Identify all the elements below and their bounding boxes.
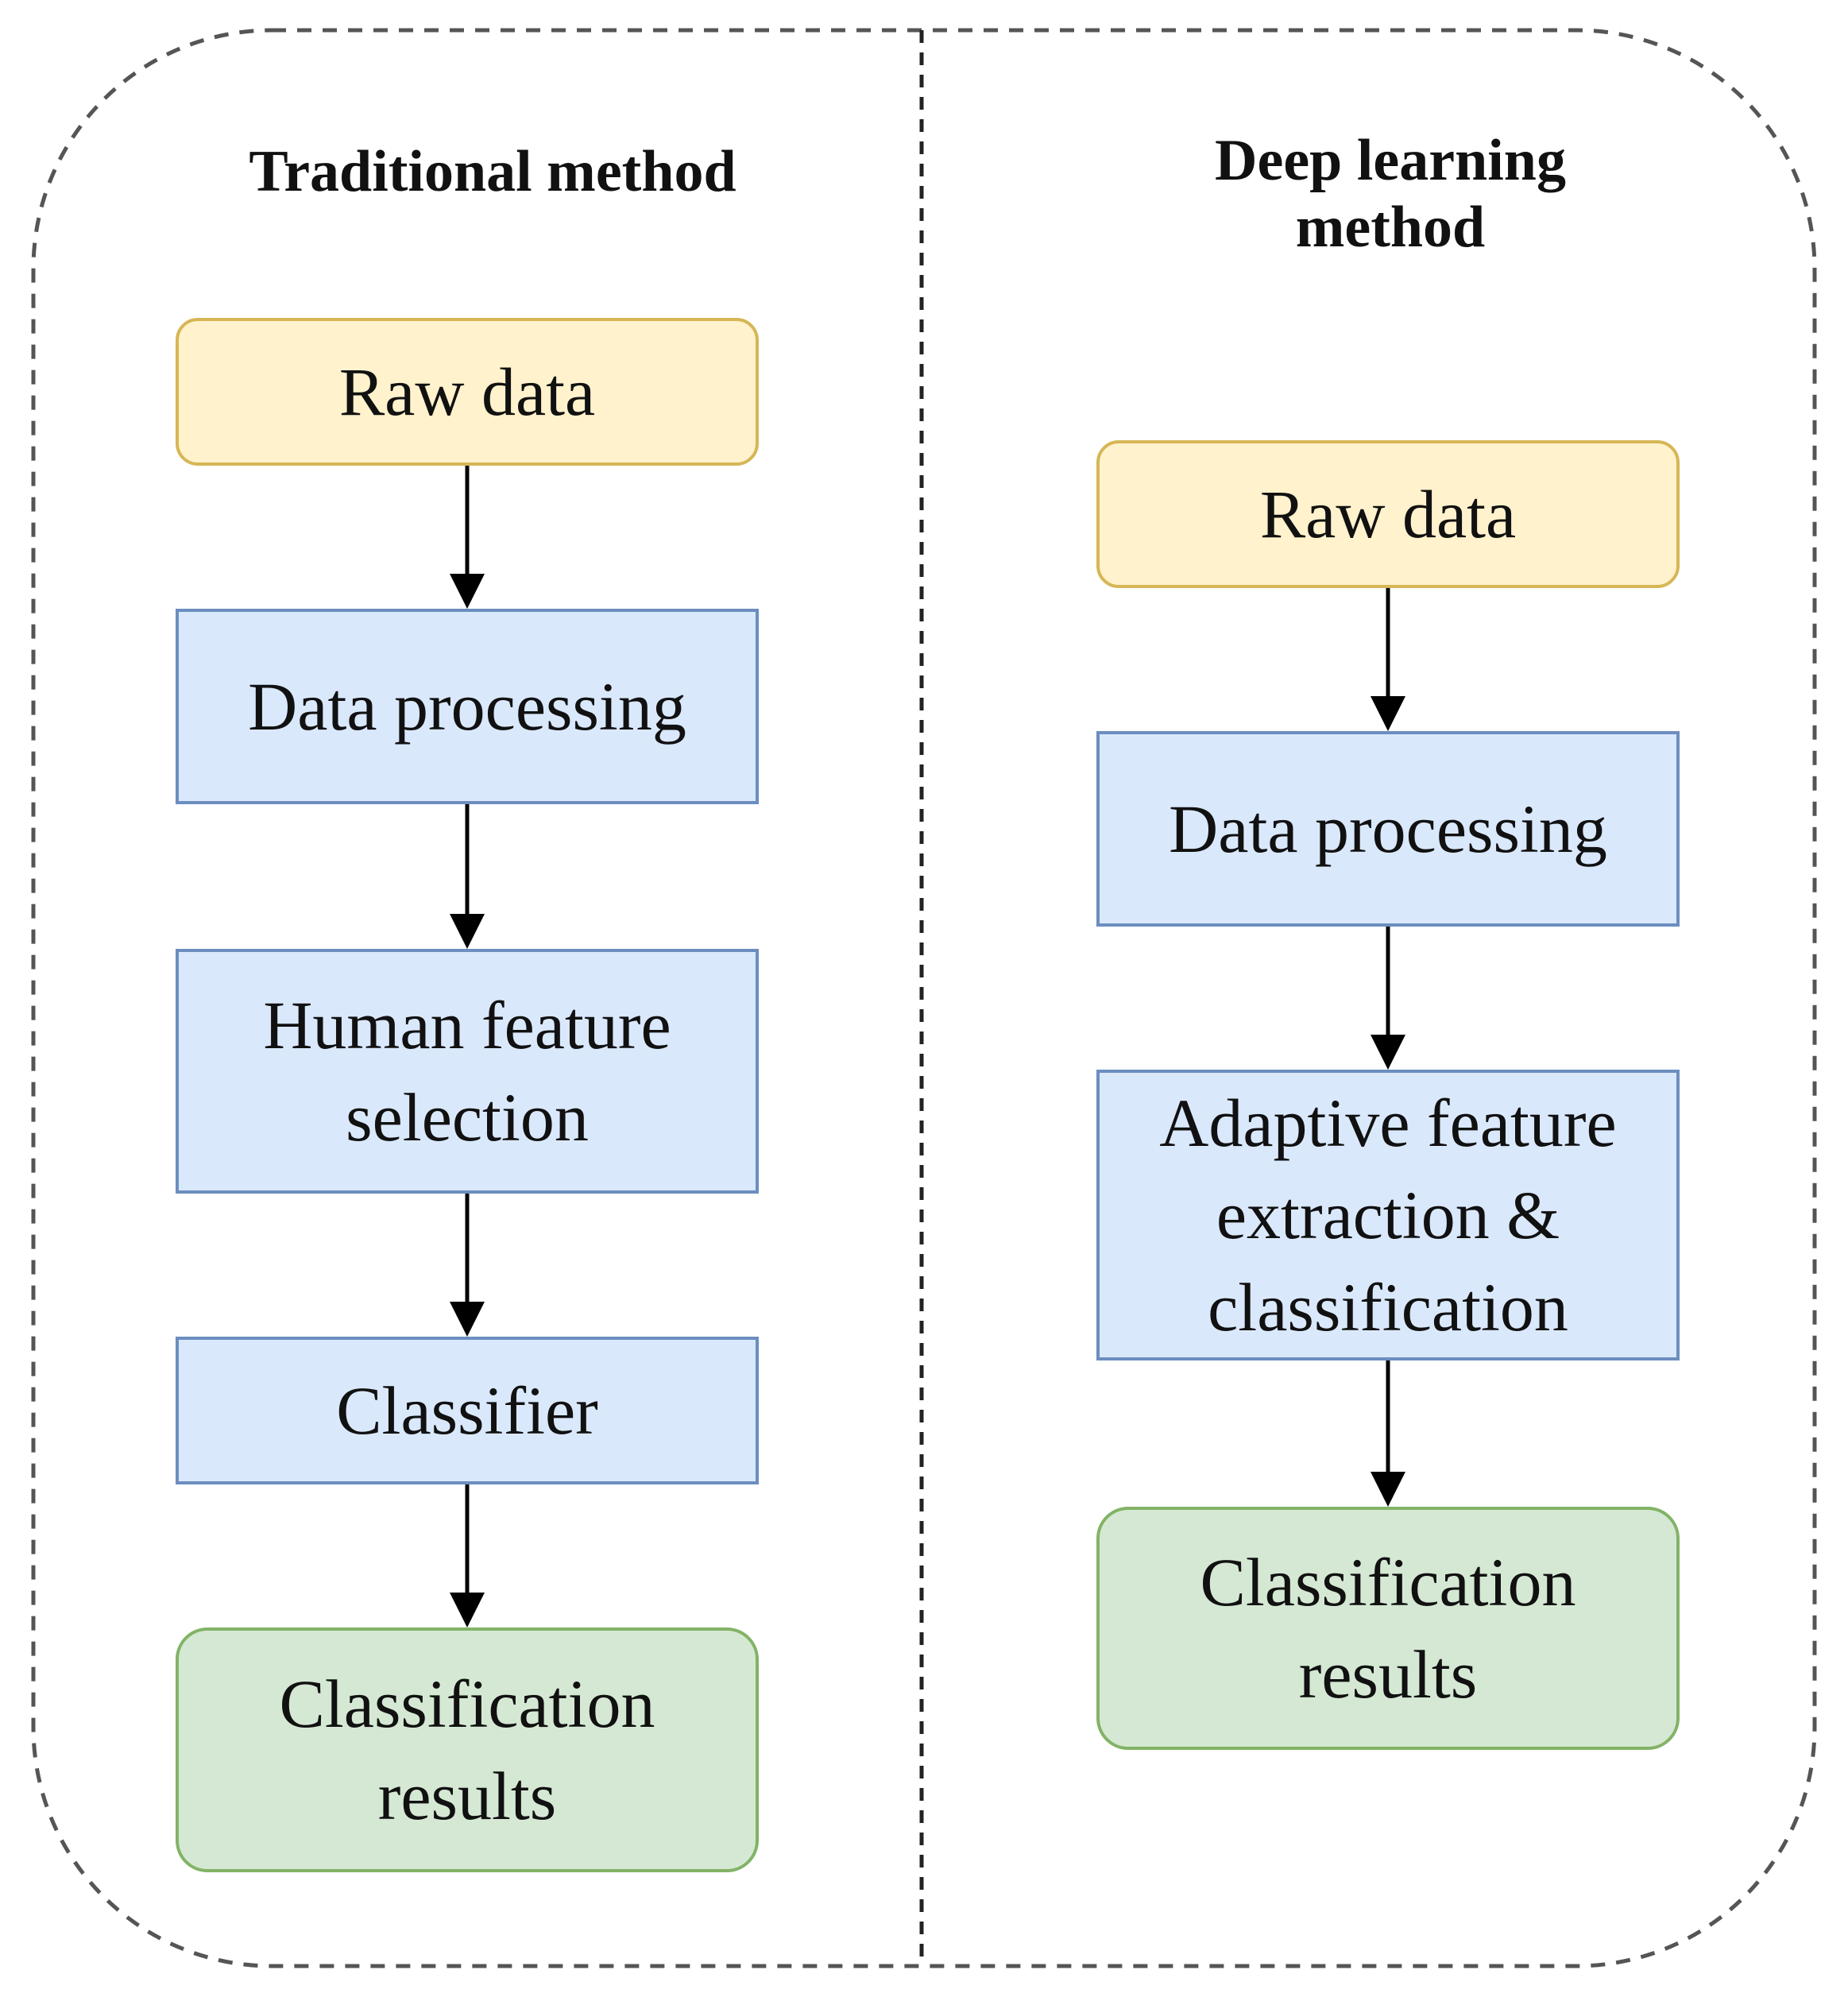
arrowhead-right-1	[1371, 696, 1405, 731]
arrowhead-right-2	[1371, 1035, 1405, 1070]
traditional-method-title: Traditional method	[249, 139, 736, 204]
arrowhead-left-1	[450, 574, 485, 609]
deep-data-processing-label: Data processing	[1169, 791, 1607, 867]
traditional-data-processing-box: Data processing	[176, 609, 759, 804]
traditional-classification-results-box: Classification results	[176, 1628, 759, 1872]
deep-data-processing-box: Data processing	[1096, 731, 1680, 927]
arrowhead-right-3	[1371, 1472, 1405, 1507]
deep-classification-results-label: Classification results	[1200, 1544, 1576, 1713]
traditional-raw-data-box: Raw data	[176, 318, 759, 466]
arrowhead-left-2	[450, 914, 485, 949]
classifier-box: Classifier	[176, 1337, 759, 1484]
human-feature-selection-label: Human feature selection	[263, 987, 671, 1155]
right-arrows	[1371, 588, 1405, 1507]
deep-raw-data-box: Raw data	[1096, 440, 1680, 588]
traditional-raw-data-label: Raw data	[338, 354, 596, 430]
classifier-label: Classifier	[336, 1372, 598, 1449]
adaptive-feature-extraction-box: Adaptive feature extraction & classifica…	[1096, 1070, 1680, 1360]
arrowhead-left-4	[450, 1593, 485, 1628]
arrowhead-left-3	[450, 1302, 485, 1337]
left-arrows	[450, 466, 485, 1628]
deep-learning-method-title: Deep learning method	[1215, 128, 1566, 260]
traditional-data-processing-label: Data processing	[248, 668, 686, 745]
adaptive-feature-extraction-label: Adaptive feature extraction & classifica…	[1159, 1085, 1617, 1345]
traditional-classification-results-label: Classification results	[279, 1666, 655, 1834]
human-feature-selection-box: Human feature selection	[176, 949, 759, 1194]
deep-raw-data-label: Raw data	[1259, 476, 1517, 552]
deep-classification-results-box: Classification results	[1096, 1507, 1680, 1750]
